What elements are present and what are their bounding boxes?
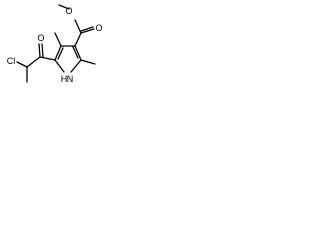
bond-n-c2: [70, 59, 82, 73]
ketone-oxygen-label: O: [37, 33, 44, 43]
bond-carbonyl-o-double-a: [80, 28, 95, 34]
bond-c4-methyl: [54, 32, 62, 47]
bond-c2-c3-inner: [72, 46, 79, 59]
bond-ch-cl: [16, 61, 28, 68]
nitrogen-hydrogen-label: H: [61, 74, 68, 84]
bond-c5-ketone: [39, 56, 56, 61]
chlorine-label: Cl: [7, 56, 16, 66]
bond-c4-c5: [54, 45, 62, 61]
ester-oxygen-bottom-label: O: [95, 23, 102, 33]
bond-ketone-ch: [26, 56, 41, 68]
bond-ketone-o-a: [38, 43, 41, 58]
nitrogen-label: N: [67, 74, 74, 84]
bond-c5-n: [54, 59, 65, 73]
chemical-structure-diagram: O O O Cl H N: [7, 4, 103, 84]
bond-c3-carbonyl: [74, 32, 82, 47]
bond-c2-methyl: [80, 59, 96, 65]
bond-o-methyl: [58, 4, 70, 10]
bond-c4-c5-inner: [57, 47, 64, 60]
bond-c2-c3: [74, 45, 82, 61]
bond-ketone-o-b: [41, 43, 44, 58]
ester-oxygen-top-label: O: [65, 6, 72, 16]
bond-carbonyl-o-double-b: [80, 26, 94, 32]
bond-carbonyl-o-single: [74, 19, 82, 34]
